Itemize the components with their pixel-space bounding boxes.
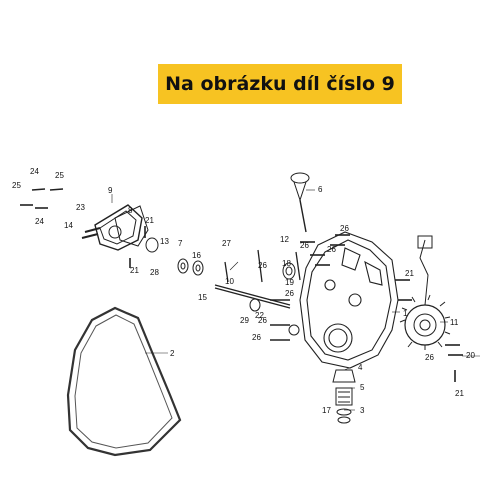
callout-25: 25 xyxy=(55,171,64,180)
shaft-parts xyxy=(214,249,301,309)
callout-8: 8 xyxy=(128,206,133,215)
dipstick-part-6 xyxy=(290,172,310,233)
callout-26: 26 xyxy=(425,353,434,362)
callout-22: 22 xyxy=(255,311,264,320)
callout-15: 15 xyxy=(198,293,207,302)
callout-26: 26 xyxy=(252,333,261,342)
callout-21: 21 xyxy=(455,389,464,398)
leader-lines xyxy=(111,189,480,411)
water-pump-part-9 xyxy=(81,204,143,251)
gasket-part-2 xyxy=(66,306,182,457)
callout-17: 17 xyxy=(322,406,331,415)
banner-text: Na obrázku díl číslo 9 xyxy=(165,73,395,95)
stator-part-11 xyxy=(399,235,451,350)
callout-26: 26 xyxy=(300,241,309,250)
pump-gasket-part-8 xyxy=(114,205,149,247)
callout-5: 5 xyxy=(360,383,365,392)
drain-plug-group xyxy=(332,369,356,424)
callout-27: 27 xyxy=(222,239,231,248)
callout-28: 28 xyxy=(150,268,159,277)
callout-21: 21 xyxy=(145,216,154,225)
callout-29: 29 xyxy=(240,316,249,325)
callout-14: 14 xyxy=(64,221,73,230)
callout-21: 21 xyxy=(130,266,139,275)
part-number-banner: Na obrázku díl číslo 9 xyxy=(158,64,402,104)
callout-6: 6 xyxy=(318,185,323,194)
callout-labels: 1 2 3 4 5 6 7 8 9 10 11 12 13 14 15 16 1… xyxy=(12,167,475,415)
callout-26: 26 xyxy=(327,245,336,254)
crankcase-cover-part-1 xyxy=(299,231,399,369)
callout-26: 26 xyxy=(258,316,267,325)
seals-bearings xyxy=(145,237,300,336)
callout-21: 21 xyxy=(405,269,414,278)
callout-19: 19 xyxy=(285,278,294,287)
callout-10: 10 xyxy=(225,277,234,286)
callout-13: 13 xyxy=(160,237,169,246)
callout-9: 9 xyxy=(108,186,113,195)
callout-16: 16 xyxy=(192,251,201,260)
callout-20: 20 xyxy=(466,351,475,360)
callout-11: 11 xyxy=(450,318,459,327)
callout-24: 24 xyxy=(35,217,44,226)
callout-7: 7 xyxy=(178,239,183,248)
callout-26: 26 xyxy=(285,289,294,298)
callout-3: 3 xyxy=(360,406,365,415)
callout-12: 12 xyxy=(280,235,289,244)
callout-18: 18 xyxy=(282,259,291,268)
callout-26: 26 xyxy=(258,261,267,270)
bolts xyxy=(20,188,463,382)
callout-25: 25 xyxy=(12,181,21,190)
callout-4: 4 xyxy=(358,363,363,372)
callout-26: 26 xyxy=(340,224,349,233)
callout-2: 2 xyxy=(170,349,175,358)
callout-1: 1 xyxy=(403,309,408,318)
callout-23: 23 xyxy=(76,203,85,212)
callout-24: 24 xyxy=(30,167,39,176)
